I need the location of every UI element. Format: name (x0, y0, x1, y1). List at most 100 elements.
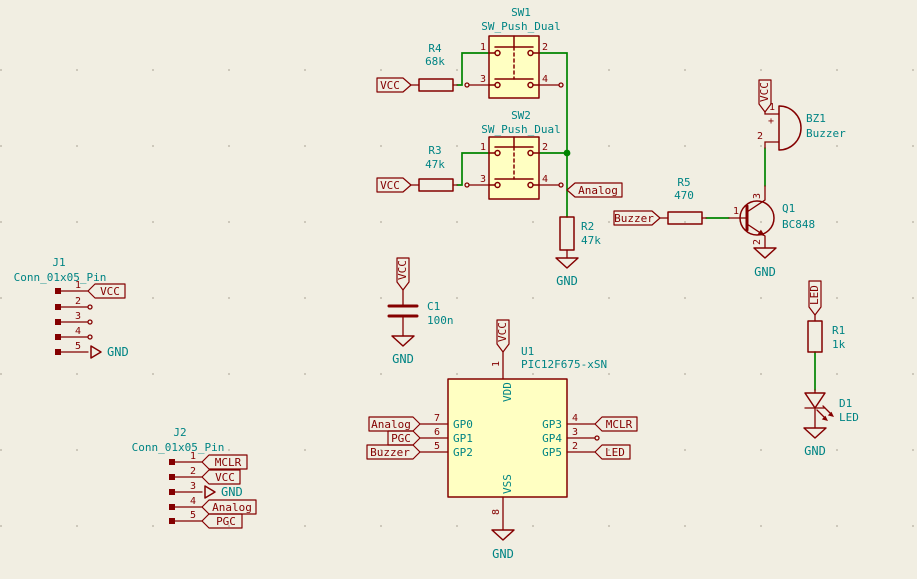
gnd-text[interactable]: GND (754, 265, 776, 279)
c1-value[interactable]: 100n (427, 314, 454, 327)
gnd-text[interactable]: GND (221, 485, 243, 499)
led-label-text[interactable]: LED (808, 285, 821, 305)
gnd-text[interactable]: GND (392, 352, 414, 366)
vcc-label-text[interactable]: VCC (380, 179, 400, 192)
component-bz1[interactable]: 1 + 2 BZ1 Buzzer (757, 102, 846, 151)
r1-ref[interactable]: R1 (832, 324, 845, 337)
global-label-vcc-j1[interactable]: VCC (87, 283, 126, 299)
component-j2[interactable]: J2 Conn_01x05_Pin 1 2 3 4 5 (132, 426, 225, 524)
u1-ref[interactable]: U1 (521, 345, 534, 358)
global-label-buzzer-u1[interactable]: Buzzer (366, 444, 421, 460)
component-r2[interactable]: R2 47k (559, 216, 601, 259)
global-label-led-u1[interactable]: LED (594, 444, 631, 460)
buzzer-label-text[interactable]: Buzzer (370, 446, 410, 459)
wire-r4-sw1[interactable] (456, 52, 490, 86)
pgc-label-text[interactable]: PGC (216, 515, 236, 528)
global-label-analog-sw[interactable]: Analog (566, 182, 623, 198)
bz1-value[interactable]: Buzzer (806, 127, 846, 140)
global-label-analog-u1[interactable]: Analog (368, 416, 421, 432)
j2-ref[interactable]: J2 (173, 426, 186, 439)
wire-r3-sw2[interactable] (456, 152, 490, 186)
u1-value[interactable]: PIC12F675-xSN (521, 358, 607, 371)
analog-label-text[interactable]: Analog (212, 501, 252, 514)
d1-value[interactable]: LED (839, 411, 859, 424)
r4-value[interactable]: 68k (425, 55, 445, 68)
r5-ref[interactable]: R5 (677, 176, 690, 189)
mclr-label-text[interactable]: MCLR (606, 418, 633, 431)
vcc-label-text[interactable]: VCC (100, 285, 120, 298)
power-gnd-q1[interactable]: GND (753, 247, 777, 279)
sw2-value[interactable]: SW_Push_Dual (481, 123, 560, 136)
global-label-mclr-u1[interactable]: MCLR (594, 416, 638, 432)
power-gnd-j1[interactable]: GND (90, 345, 129, 359)
component-c1[interactable]: C1 100n (387, 289, 454, 337)
vcc-label-text[interactable]: VCC (380, 79, 400, 92)
mclr-label-text[interactable]: MCLR (215, 456, 242, 469)
component-sw1[interactable]: SW1 SW_Push_Dual 1 2 3 4 (464, 6, 564, 99)
component-q1[interactable]: 1 3 2 Q1 BC848 (728, 185, 815, 249)
power-gnd-u1[interactable]: GND (491, 529, 515, 561)
component-sw2[interactable]: SW2 SW_Push_Dual 1 2 3 4 (464, 109, 564, 200)
q1-value[interactable]: BC848 (782, 218, 815, 231)
global-label-analog-j2[interactable]: Analog (201, 499, 257, 515)
led-label-text[interactable]: LED (605, 446, 625, 459)
r1-value[interactable]: 1k (832, 338, 846, 351)
component-j1[interactable]: J1 Conn_01x05_Pin 1 2 3 4 5 (14, 256, 107, 355)
gnd-text[interactable]: GND (492, 547, 514, 561)
component-r3[interactable]: R3 47k (410, 144, 458, 192)
global-label-vcc-bz1[interactable]: VCC (758, 79, 772, 113)
sw2-ref[interactable]: SW2 (511, 109, 531, 122)
power-gnd-r2[interactable]: GND (555, 257, 579, 288)
r3-ref[interactable]: R3 (428, 144, 441, 157)
bz1-ref[interactable]: BZ1 (806, 112, 826, 125)
global-label-vcc-r3[interactable]: VCC (376, 177, 412, 193)
component-d1[interactable]: D1 LED (804, 389, 859, 429)
global-label-vcc-j2[interactable]: VCC (201, 469, 241, 485)
wire-sw1-analog[interactable] (538, 52, 568, 218)
j2-value[interactable]: Conn_01x05_Pin (132, 441, 225, 454)
power-gnd-j2[interactable]: GND (204, 485, 243, 499)
global-label-pgc-j2[interactable]: PGC (201, 513, 243, 529)
component-r4[interactable]: R4 68k (410, 42, 458, 92)
component-r1[interactable]: R1 1k (807, 314, 846, 353)
j1-ref[interactable]: J1 (52, 256, 65, 269)
buzzer-label-text[interactable]: Buzzer (614, 212, 654, 225)
u1-pin-name-vdd: VDD (501, 382, 514, 402)
global-label-vcc-c1[interactable]: VCC (396, 257, 410, 291)
vcc-label-text[interactable]: VCC (215, 471, 235, 484)
sw1-value[interactable]: SW_Push_Dual (481, 20, 560, 33)
c1-ref[interactable]: C1 (427, 300, 440, 313)
q1-ref[interactable]: Q1 (782, 202, 795, 215)
analog-label-text[interactable]: Analog (371, 418, 411, 431)
r2-value[interactable]: 47k (581, 234, 601, 247)
pgc-label-text[interactable]: PGC (391, 432, 411, 445)
d1-ref[interactable]: D1 (839, 397, 852, 410)
global-label-led-top[interactable]: LED (808, 280, 822, 316)
j1-value[interactable]: Conn_01x05_Pin (14, 271, 107, 284)
analog-label-text[interactable]: Analog (578, 184, 618, 197)
component-u1[interactable]: U1 PIC12F675-xSN 1 VDD 8 VSS 7 6 5 GP0 G… (419, 345, 607, 531)
r5-value[interactable]: 470 (674, 189, 694, 202)
component-r5[interactable]: R5 470 (659, 176, 707, 225)
gnd-text[interactable]: GND (804, 444, 826, 458)
global-label-pgc-u1[interactable]: PGC (387, 430, 421, 446)
r2-ref[interactable]: R2 (581, 220, 594, 233)
gnd-text[interactable]: GND (107, 345, 129, 359)
r3-value[interactable]: 47k (425, 158, 445, 171)
u1-body (447, 378, 568, 498)
r4-ref[interactable]: R4 (428, 42, 442, 55)
global-label-mclr-j2[interactable]: MCLR (201, 454, 248, 470)
vcc-label-text[interactable]: VCC (396, 260, 409, 280)
gnd-text[interactable]: GND (556, 274, 578, 288)
sw1-ref[interactable]: SW1 (511, 6, 531, 19)
global-label-vcc-u1[interactable]: VCC (496, 319, 510, 353)
vcc-label-shape (496, 319, 510, 353)
vcc-label-text[interactable]: VCC (758, 82, 771, 102)
vcc-label-text[interactable]: VCC (496, 322, 509, 342)
power-gnd-d1[interactable]: GND (803, 427, 827, 458)
global-label-vcc-r4[interactable]: VCC (376, 77, 412, 93)
u1-pin-name-vss: VSS (501, 474, 514, 494)
power-gnd-c1[interactable]: GND (391, 335, 415, 366)
global-label-buzzer-r5[interactable]: Buzzer (613, 210, 661, 226)
